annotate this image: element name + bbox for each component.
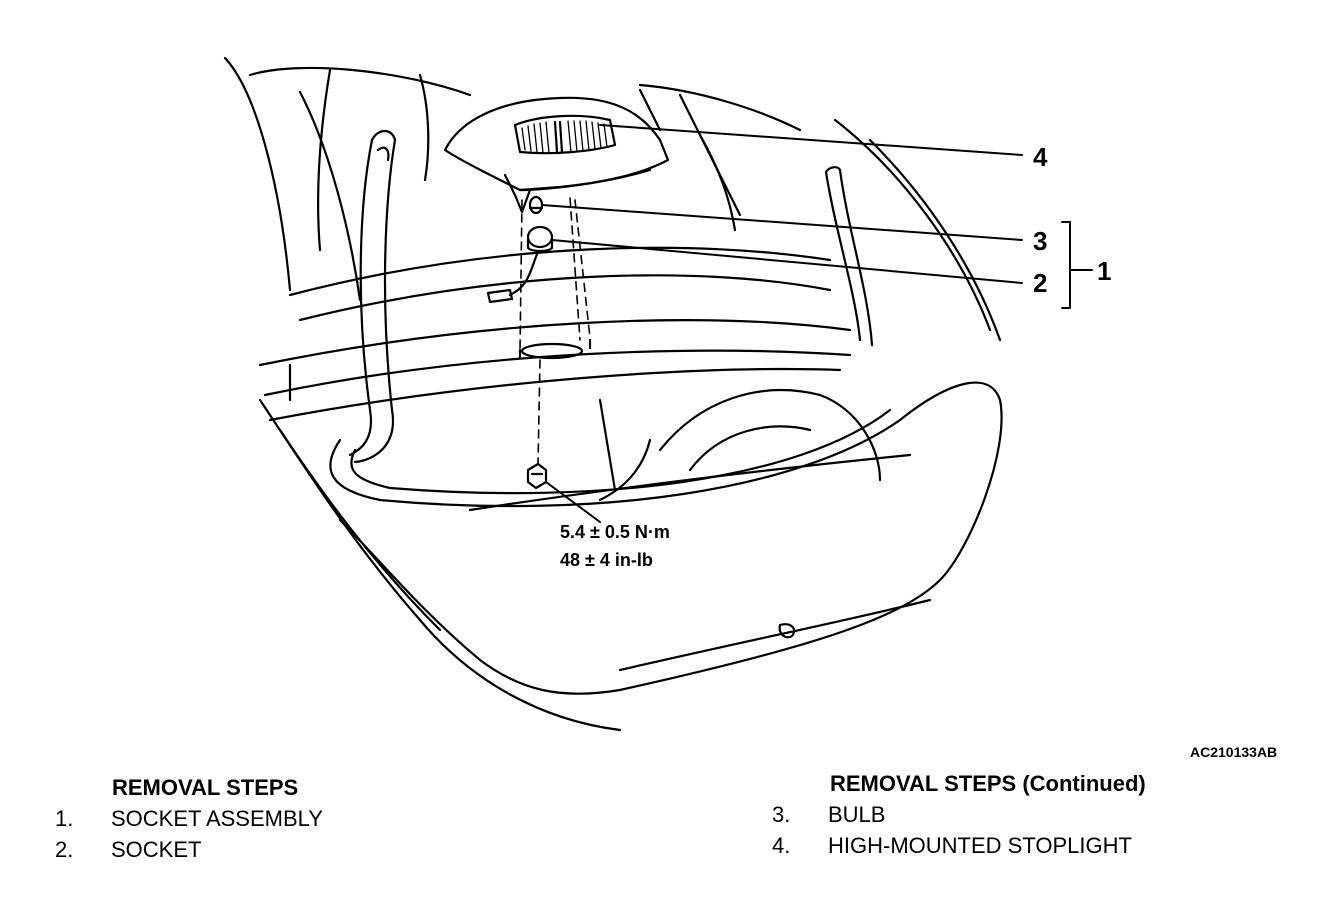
callout-3: 3	[1033, 226, 1048, 256]
figure-id: AC210133AB	[1190, 744, 1278, 760]
step-label: SOCKET	[111, 837, 202, 862]
step-1: 1. SOCKET ASSEMBLY	[55, 806, 323, 832]
high-mounted-stoplight	[443, 96, 670, 214]
step-2: 2. SOCKET	[55, 837, 201, 863]
torque-metric: 5.4 ± 0.5 N·m	[560, 522, 670, 542]
mounting-guide-lines	[519, 197, 591, 466]
step-label: SOCKET ASSEMBLY	[111, 806, 323, 831]
step-number: 1.	[55, 806, 74, 831]
trunk-opening	[258, 381, 1003, 732]
step-number: 2.	[55, 837, 74, 862]
torque-spec: 5.4 ± 0.5 N·m 48 ± 4 in-lb	[560, 518, 670, 574]
stoplight-removal-illustration	[223, 56, 1093, 732]
package-tray	[258, 246, 852, 422]
bulb-and-socket	[486, 195, 554, 304]
callout-1: 1	[1097, 256, 1112, 286]
mounting-nut	[526, 462, 548, 490]
step-number: 4.	[772, 833, 791, 858]
removal-steps-continued-title: REMOVAL STEPS (Continued)	[830, 771, 1146, 796]
removal-steps-title: REMOVAL STEPS	[112, 775, 299, 800]
callout-2: 2	[1033, 268, 1048, 298]
callout-4: 4	[1033, 142, 1048, 172]
torque-imperial: 48 ± 4 in-lb	[560, 550, 653, 570]
step-label: BULB	[828, 802, 886, 827]
rear-window-outline	[223, 56, 1002, 342]
step-3: 3. BULB	[772, 802, 885, 828]
step-number: 3.	[772, 802, 791, 827]
left-trunk-hinge	[348, 129, 397, 464]
step-label: HIGH-MOUNTED STOPLIGHT	[828, 833, 1132, 858]
right-trunk-hinge	[824, 166, 874, 347]
stoplight-lens	[521, 120, 608, 154]
step-4: 4. HIGH-MOUNTED STOPLIGHT	[772, 833, 1132, 859]
callout-leaders	[541, 124, 1093, 523]
